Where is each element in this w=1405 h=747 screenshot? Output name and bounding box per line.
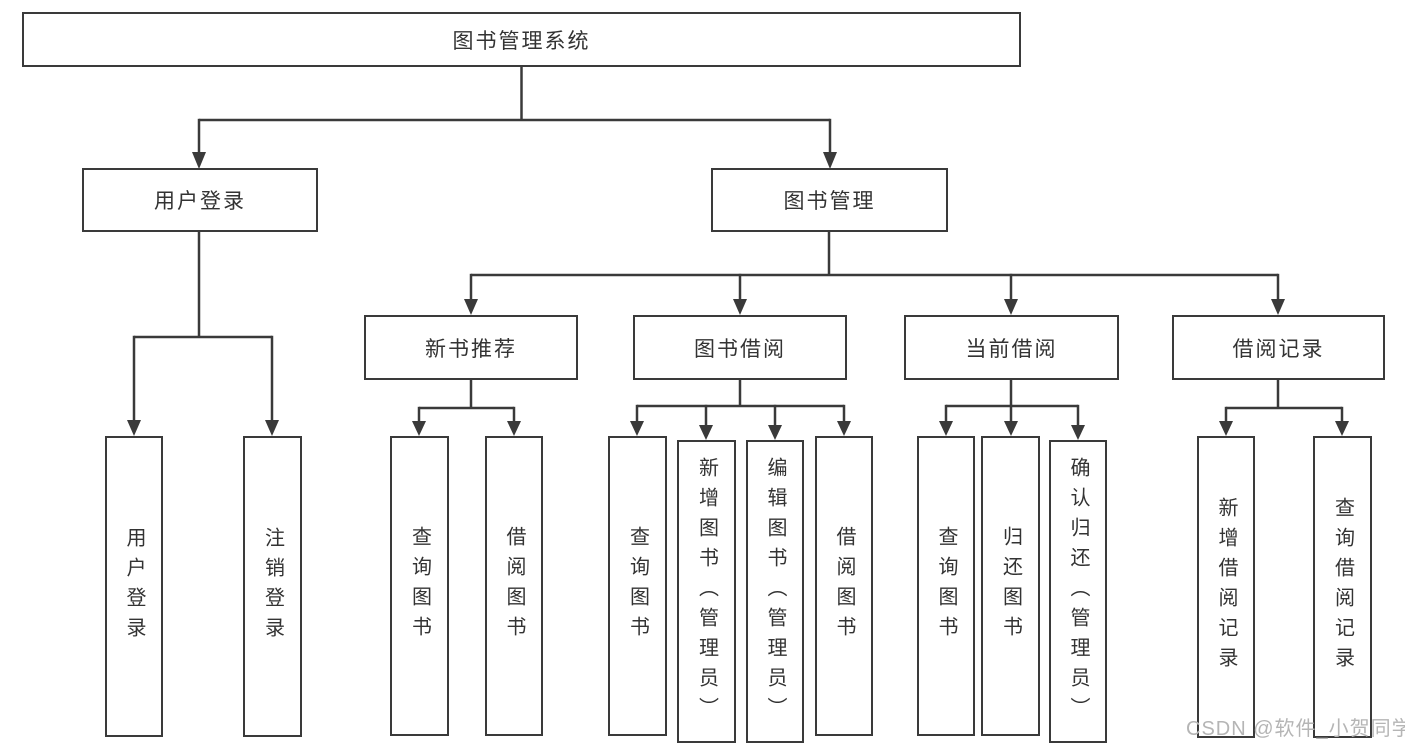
node-bb-borrow-books: 借阅图书: [815, 436, 873, 736]
node-ul-user-login-label: 用户登录: [123, 526, 145, 647]
node-bb-edit-books-admin: 编辑图书（管理员）: [746, 440, 804, 743]
node-new-book-recommend-label: 新书推荐: [425, 337, 517, 361]
node-cb-query-books-label: 查询图书: [935, 526, 957, 646]
node-br-add-record: 新增借阅记录: [1197, 436, 1255, 738]
node-br-query-record-label: 查询借阅记录: [1331, 497, 1354, 677]
node-bb-add-books-admin-label: 新增图书（管理员）: [695, 456, 718, 727]
csdn-watermark: CSDN @软件_小贺同学: [1186, 718, 1405, 740]
node-cb-confirm-return-admin-label: 确认归还（管理员）: [1067, 456, 1089, 727]
node-new-book-recommend: 新书推荐: [364, 315, 578, 380]
node-nbr-borrow-books-label: 借阅图书: [503, 526, 525, 646]
node-ul-logout: 注销登录: [243, 436, 302, 737]
node-current-borrow: 当前借阅: [904, 315, 1119, 380]
node-nbr-query-books: 查询图书: [390, 436, 449, 736]
node-bb-edit-books-admin-label: 编辑图书（管理员）: [764, 456, 786, 727]
node-user-login-label: 用户登录: [154, 190, 246, 213]
node-ul-logout-label: 注销登录: [261, 526, 284, 647]
node-user-login: 用户登录: [82, 168, 318, 232]
node-root: 图书管理系统: [22, 12, 1021, 67]
arrowheads: [127, 152, 1349, 440]
node-book-borrow-label: 图书借阅: [694, 337, 786, 361]
node-root-label: 图书管理系统: [452, 29, 591, 53]
node-book-management-label: 图书管理: [783, 190, 876, 213]
node-bb-query-books: 查询图书: [608, 436, 667, 736]
node-bb-borrow-books-label: 借阅图书: [833, 526, 855, 646]
node-borrow-records-label: 借阅记录: [1232, 337, 1325, 361]
node-cb-query-books: 查询图书: [917, 436, 975, 736]
node-ul-user-login: 用户登录: [105, 436, 163, 737]
node-br-query-record: 查询借阅记录: [1313, 436, 1372, 738]
node-borrow-records: 借阅记录: [1172, 315, 1385, 380]
node-book-borrow: 图书借阅: [633, 315, 847, 380]
node-nbr-query-books-label: 查询图书: [408, 526, 431, 646]
node-bb-query-books-label: 查询图书: [626, 526, 649, 646]
node-current-borrow-label: 当前借阅: [965, 337, 1058, 361]
node-book-management: 图书管理: [711, 168, 948, 232]
node-nbr-borrow-books: 借阅图书: [485, 436, 543, 736]
node-cb-return-books: 归还图书: [981, 436, 1040, 736]
node-cb-return-books-label: 归还图书: [999, 526, 1022, 646]
node-cb-confirm-return-admin: 确认归还（管理员）: [1049, 440, 1107, 743]
node-bb-add-books-admin: 新增图书（管理员）: [677, 440, 736, 743]
node-br-add-record-label: 新增借阅记录: [1215, 497, 1237, 677]
